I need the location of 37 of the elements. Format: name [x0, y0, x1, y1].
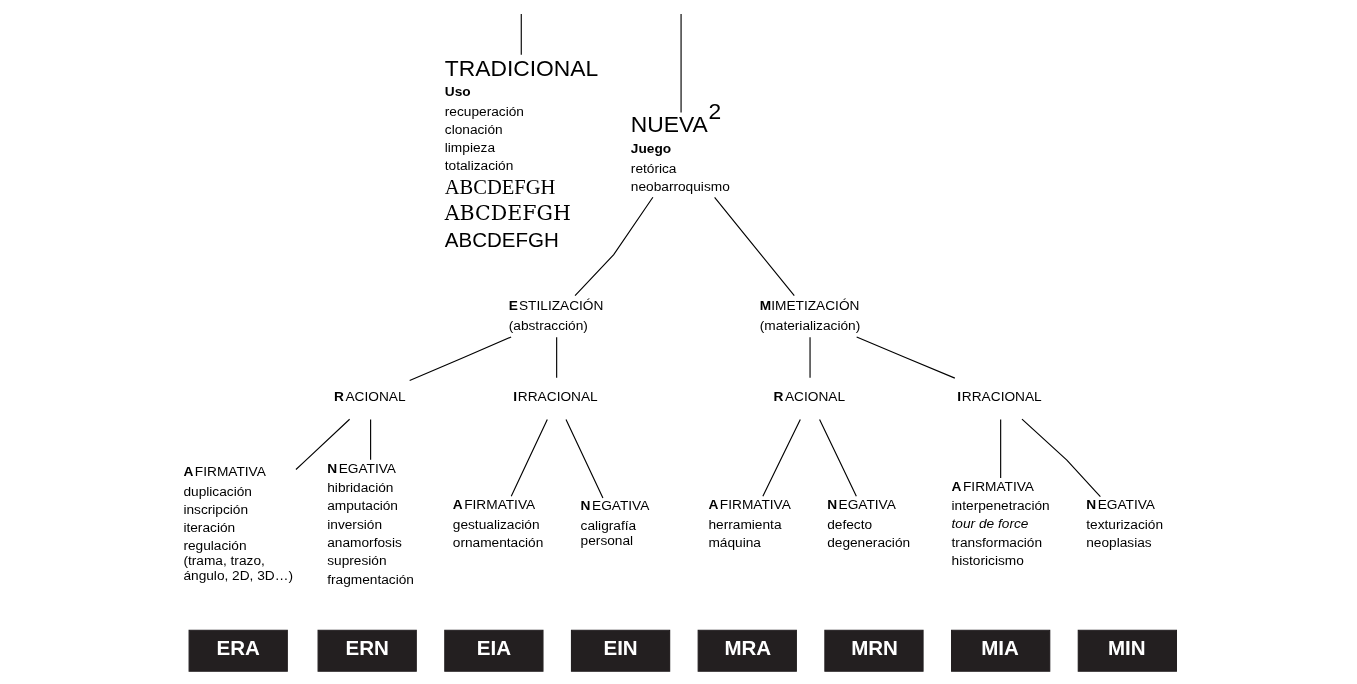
node-text: IRRACIONAL	[513, 389, 598, 405]
connector	[510, 418, 548, 497]
connector	[856, 336, 956, 379]
connector	[762, 418, 801, 497]
node-box: ERN	[317, 629, 417, 672]
node-box: MIA	[951, 629, 1051, 672]
connector	[819, 418, 857, 497]
node-box: EIA	[444, 629, 544, 672]
node-box: MIN	[1077, 629, 1177, 672]
node-text: AFIRMATIVA gestualización ornamentación	[452, 497, 544, 550]
node-text: NEGATIVA caligrafía personal	[580, 498, 650, 548]
node-text: RACIONAL	[773, 389, 846, 405]
node-text: AFIRMATIVA interpenetración tour de force transformación historicismo	[951, 479, 1050, 569]
node-text: RACIONAL	[334, 389, 406, 405]
connector	[295, 418, 351, 471]
connector	[1021, 418, 1101, 498]
node-text: NEGATIVA hibridación amputación inversión anamorfosis supresión fragmentación	[327, 460, 414, 587]
node-text: TRADICIONAL Uso recuperación clonación limpieza totalización ABCDEFGH ABCDEFGH ABCDEFGH	[444, 55, 599, 251]
connector	[574, 196, 654, 297]
connector	[565, 418, 604, 499]
connector	[520, 13, 522, 56]
connector	[409, 336, 512, 382]
node-text: NEGATIVA defecto degeneración	[827, 497, 911, 550]
connector	[714, 196, 795, 297]
connector	[370, 418, 372, 461]
node-text: ESTILIZACIÓN (abstracción)	[508, 298, 604, 333]
node-text: NEGATIVA texturización neoplasias	[1086, 497, 1164, 550]
node-text: AFIRMATIVA duplicación inscripción iteración regulación (trama, trazo, ángulo, 2D, 3D…)	[183, 464, 293, 584]
node-text: MIMETIZACIÓN (materialización)	[759, 298, 861, 333]
node-text: IRRACIONAL	[957, 389, 1042, 405]
node-box: MRA	[697, 629, 797, 672]
node-box: ERA	[188, 629, 288, 672]
node-box: EIN	[570, 629, 671, 672]
connector	[556, 336, 558, 379]
node-box: MRN	[824, 629, 924, 672]
connector	[1000, 418, 1002, 479]
node-text: AFIRMATIVA herramienta máquina	[708, 497, 791, 550]
